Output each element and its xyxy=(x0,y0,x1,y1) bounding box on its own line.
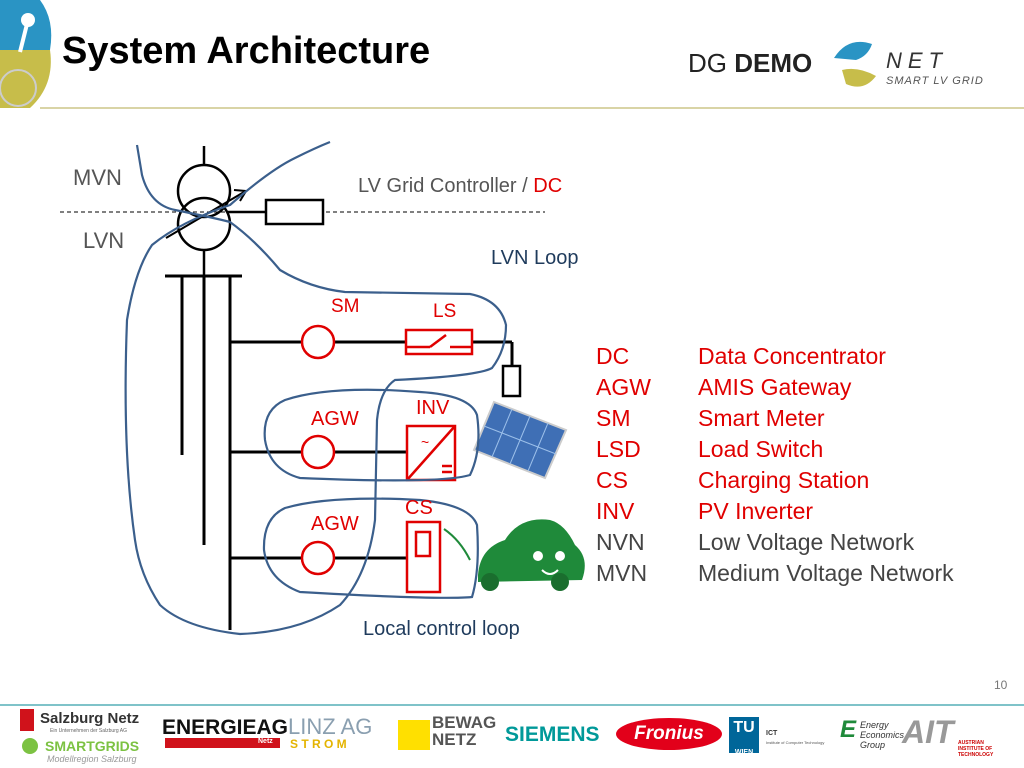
sm-label: SM xyxy=(331,296,360,317)
tu-wien-logo: TU WIEN xyxy=(729,717,759,756)
legend-abbr: CS xyxy=(596,467,628,493)
agw-label-1: AGW xyxy=(311,408,359,430)
electric-car-icon xyxy=(443,519,585,591)
salzburg-netz-sub: Ein Unternehmen der Salzburg AG xyxy=(50,728,127,734)
legend-abbr: LSD xyxy=(596,436,641,462)
ict-logo: ICT xyxy=(766,730,778,737)
smartgrids-icon xyxy=(22,738,38,754)
linzag-sub: S T R O M xyxy=(290,737,347,751)
ls-label: LS xyxy=(433,301,457,322)
dg-demo-net-logo: DG DEMO xyxy=(688,48,812,79)
smartgrids-logo: SMARTGRIDS xyxy=(45,738,140,754)
logo-demo: DEMO xyxy=(734,48,813,78)
linzag-logo: LINZ AG xyxy=(288,714,373,739)
charging-station-icon xyxy=(405,520,442,594)
legend-description: PV Inverter xyxy=(698,498,814,524)
legend-description: Smart Meter xyxy=(698,405,825,431)
energieag-bar xyxy=(165,738,280,748)
energieag-sub: Netz xyxy=(258,738,273,745)
local-control-loop-cs xyxy=(262,497,479,599)
salzburg-netz-icon xyxy=(20,709,34,731)
system-architecture-diagram: ~ xyxy=(60,140,585,636)
inv-label: INV xyxy=(416,397,450,419)
lvn-loop-label: LVN Loop xyxy=(491,247,579,269)
energieag-logo: ENERGIEAG xyxy=(162,716,289,739)
eeg-icon: E xyxy=(840,716,857,743)
salzburg-netz-logo: Salzburg Netz xyxy=(40,710,140,727)
cs-label: CS xyxy=(405,497,433,519)
dc-text: DC xyxy=(533,175,563,197)
legend-abbr: DC xyxy=(596,343,630,369)
legend-description: Low Voltage Network xyxy=(698,529,915,555)
lvn-loop xyxy=(124,140,508,636)
local-control-loop-label: Local control loop xyxy=(363,618,520,640)
legend-abbr: NVN xyxy=(596,529,645,555)
grid-controller-box xyxy=(228,198,325,226)
footer-divider xyxy=(0,704,1024,706)
inverter-ac-symbol: ~ xyxy=(421,434,429,450)
siemens-logo: SIEMENS xyxy=(505,723,600,746)
eeg-logo: Energy Economics Group xyxy=(860,720,905,750)
page-number: 10 xyxy=(994,678,1008,692)
amis-gateway-icon xyxy=(300,434,336,470)
logo-net: NET xyxy=(886,48,948,73)
legend-abbr: INV xyxy=(596,498,635,524)
load-switch-icon xyxy=(404,328,474,356)
amis-gateway-icon xyxy=(300,540,336,576)
bewag-text: BEWAG xyxy=(432,713,497,732)
legend-description: Charging Station xyxy=(698,467,870,493)
tu-sub: WIEN xyxy=(734,749,754,756)
local-control-loop-inv xyxy=(263,388,480,482)
legend-description: Data Concentrator xyxy=(698,343,886,369)
tu-text: TU xyxy=(733,719,755,736)
legend-description: AMIS Gateway xyxy=(698,374,852,400)
legend-description: Medium Voltage Network xyxy=(698,560,954,586)
ait-logo: AIT xyxy=(902,714,954,750)
bewag-sub: NETZ xyxy=(432,730,477,749)
ait-sub: AUSTRIAN INSTITUTE OF TECHNOLOGY xyxy=(958,740,994,758)
legend-abbr: MVN xyxy=(596,560,648,586)
dg-demo-net-emblem-icon xyxy=(834,41,876,87)
lvn-label: LVN xyxy=(83,228,125,253)
grid-controller-text: LV Grid Controller / xyxy=(358,175,534,197)
mvn-label: MVN xyxy=(73,165,122,190)
legend-abbr: SM xyxy=(596,405,631,431)
legend-description: Load Switch xyxy=(698,436,824,462)
bewag-icon xyxy=(398,720,430,750)
fronius-logo: Fronius xyxy=(616,718,722,750)
logo-tagline: SMART LV GRID xyxy=(886,75,984,87)
corner-network-logo xyxy=(0,0,52,108)
load-icon xyxy=(501,364,522,398)
page-title: System Architecture xyxy=(62,30,431,72)
smartgrids-sub: Modellregion Salzburg xyxy=(47,754,137,764)
legend-abbr: AGW xyxy=(596,374,651,400)
solar-panel-icon xyxy=(472,400,568,480)
header-divider xyxy=(40,107,1024,109)
grid-controller-label: LV Grid Controller / DC xyxy=(358,175,562,198)
logo-dg: DG xyxy=(688,48,727,78)
smart-meter-icon xyxy=(300,324,336,360)
pv-inverter-icon xyxy=(405,424,457,482)
agw-label-2: AGW xyxy=(311,513,359,535)
ict-sub: Institute of Computer Technology xyxy=(766,740,825,745)
